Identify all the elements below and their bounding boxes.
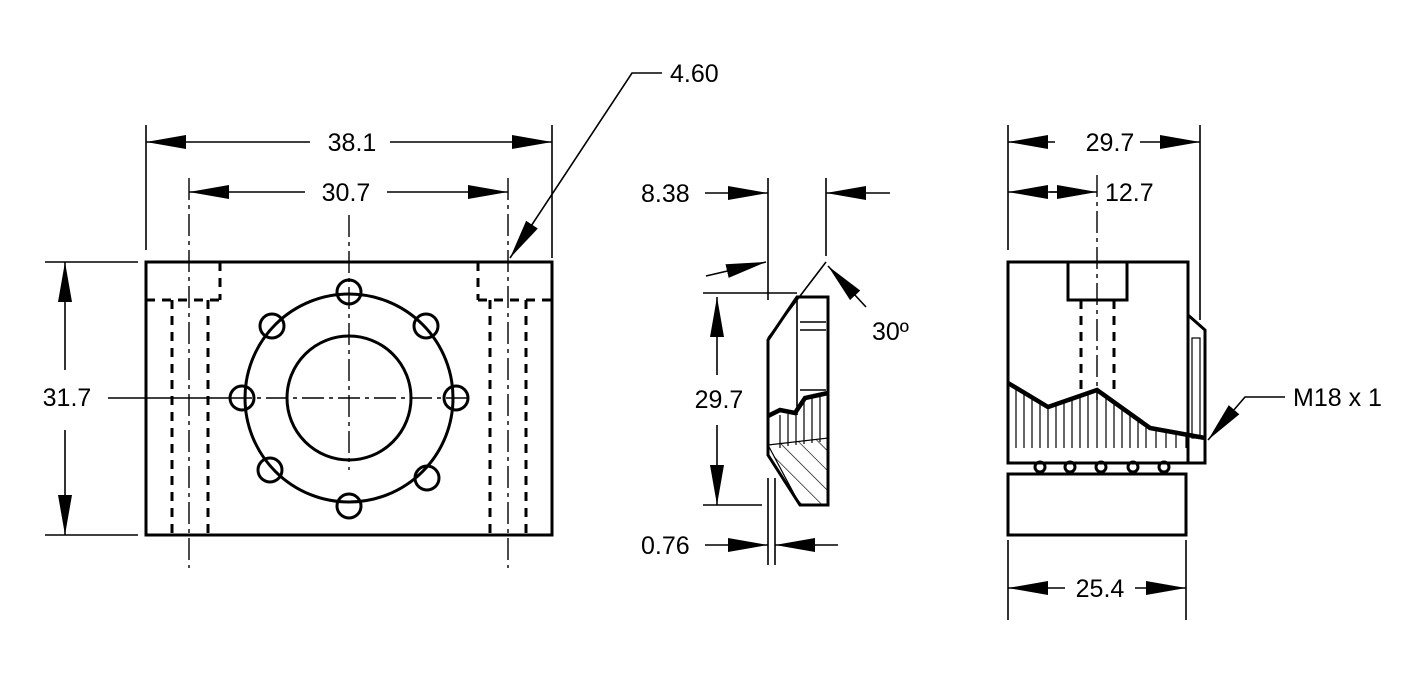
dim-30-7: 30.7 xyxy=(322,179,371,207)
dim-29-7-side: 29.7 xyxy=(695,386,744,414)
balls xyxy=(1033,460,1171,474)
dim-8-38: 8.38 xyxy=(641,180,690,208)
front-view: 38.1 30.7 31.7 4.60 xyxy=(43,60,719,568)
dim-30-deg: 30º xyxy=(872,318,909,346)
hatched-base xyxy=(1006,472,1188,537)
dim-12-7: 12.7 xyxy=(1105,179,1154,207)
centerlines xyxy=(188,178,509,568)
side-view: 8.38 30º 29.7 0.76 xyxy=(641,178,909,565)
dim-38-1: 38.1 xyxy=(328,129,377,157)
dim-4-60: 4.60 xyxy=(670,60,719,88)
hidden-lines xyxy=(146,262,552,535)
dim-31-7: 31.7 xyxy=(43,384,92,412)
section-view: 29.7 12.7 25.4 M18 x 1 xyxy=(1006,125,1382,620)
dim-25-4: 25.4 xyxy=(1076,575,1125,603)
dim-29-7-right: 29.7 xyxy=(1086,129,1135,157)
dim-0-76: 0.76 xyxy=(641,532,690,560)
thread-callout: M18 x 1 xyxy=(1293,384,1382,412)
